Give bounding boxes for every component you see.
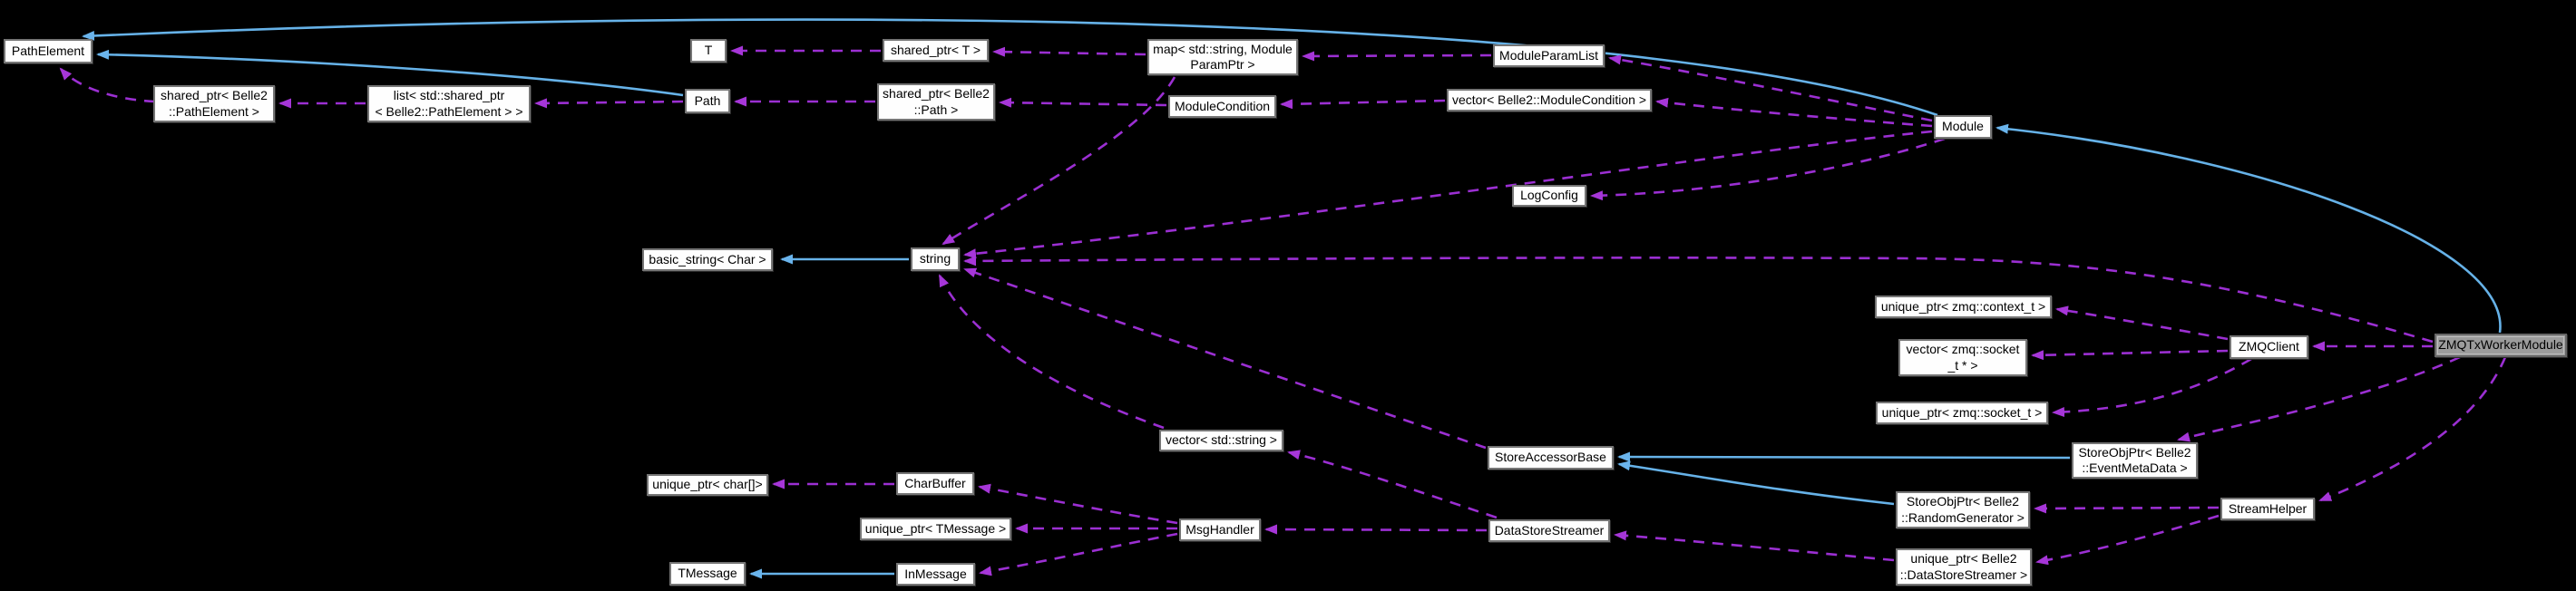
node-storeobjptr-eventmetadata[interactable]: StoreObjPtr< Belle2 ::EventMetaData > [2072, 442, 2198, 479]
node-module[interactable]: Module [1934, 115, 1992, 139]
node-map-moduleparamptr[interactable]: map< std::string, Module ParamPtr > [1147, 39, 1298, 75]
edge-path-list [534, 98, 684, 109]
edge-moduleparamlist-map [1302, 51, 1492, 62]
node-vector-modulecondition[interactable]: vector< Belle2::ModuleCondition > [1447, 89, 1652, 111]
edge-module-moduleparamlist [1608, 54, 1933, 122]
node-shared-ptr-path[interactable]: shared_ptr< Belle2 ::Path > [877, 83, 995, 121]
node-modulecondition[interactable]: ModuleCondition [1168, 95, 1276, 118]
node-storeobjptr-randomgenerator[interactable]: StoreObjPtr< Belle2 ::RandomGenerator > [1896, 491, 2030, 528]
node-zmqtxworkermodule: ZMQTxWorkerModule [2435, 334, 2567, 357]
edge-storeaccessorbase-string [963, 267, 1487, 450]
edge-zmqclient-uniquesocket [2052, 357, 2252, 418]
node-tmessage[interactable]: TMessage [669, 562, 746, 586]
node-path[interactable]: Path [685, 89, 730, 113]
node-moduleparamlist[interactable]: ModuleParamList [1493, 44, 1605, 67]
edge-zmqtxworkermodule-module [1995, 123, 2502, 334]
edge-sharedptrpathelement-pathelement [59, 67, 156, 103]
node-vector-std-string[interactable]: vector< std::string > [1159, 430, 1283, 451]
edge-msghandler-inmessage [979, 532, 1178, 576]
edge-modulecondition-sharedptrpath [999, 97, 1167, 108]
edge-streamhelper-randomgenerator [2034, 503, 2220, 514]
edge-zmqtxworkermodule-string [963, 256, 2434, 344]
edge-datastorestreamer-msghandler [1264, 524, 1488, 535]
edge-streamhelper-uniquedatastorestreamer [2035, 514, 2220, 566]
edge-msghandler-charbuffer [978, 483, 1178, 525]
node-shared-ptr-pathelement[interactable]: shared_ptr< Belle2 ::PathElement > [153, 85, 275, 122]
node-t[interactable]: T [690, 39, 727, 63]
node-unique-ptr-char[interactable]: unique_ptr< char[]> [647, 474, 768, 496]
node-basic-string-char[interactable]: basic_string< Char > [642, 248, 773, 271]
edge-path-pathelement [96, 49, 684, 97]
edge-zmqclient-context [2055, 305, 2229, 341]
edge-map-string [942, 76, 1176, 246]
edge-zmqtxworkermodule-streamhelper [2318, 356, 2507, 502]
edge-module-vectormodulecondition [1655, 97, 1933, 128]
edge-uniquedatastorestreamer-datastorestreamer [1614, 530, 1895, 562]
edge-randomgenerator-storeaccessorbase [1617, 460, 1895, 506]
node-list-shared-ptr-pathelement[interactable]: list< std::shared_ptr < Belle2::PathElem… [367, 85, 531, 122]
node-inmessage[interactable]: InMessage [896, 563, 975, 586]
node-vector-zmq-socket[interactable]: vector< zmq::socket _t * > [1898, 339, 2027, 376]
node-msghandler[interactable]: MsgHandler [1179, 518, 1261, 541]
edge-module-string [963, 130, 1933, 259]
node-zmqclient[interactable]: ZMQClient [2230, 335, 2308, 359]
node-shared-ptr-t[interactable]: shared_ptr< T > [883, 39, 989, 62]
edge-eventmetadata-storeaccessorbase [1617, 451, 2071, 462]
node-charbuffer[interactable]: CharBuffer [896, 472, 974, 495]
node-logconfig[interactable]: LogConfig [1512, 185, 1586, 207]
edge-module-pathelement [82, 18, 1938, 117]
node-streamhelper[interactable]: StreamHelper [2220, 498, 2315, 520]
edge-vectorstring-string [938, 274, 1165, 430]
node-datastorestreamer[interactable]: DataStoreStreamer [1488, 519, 1610, 542]
node-unique-ptr-zmq-context[interactable]: unique_ptr< zmq::context_t > [1875, 296, 2052, 318]
node-unique-ptr-datastorestreamer[interactable]: unique_ptr< Belle2 ::DataStoreStreamer > [1896, 548, 2032, 586]
node-string[interactable]: string [911, 247, 960, 271]
edge-datastorestreamer-vectorstring [1287, 450, 1498, 519]
edge-zmqtxworkermodule-eventmetadata [2177, 355, 2461, 442]
node-unique-ptr-tmessage[interactable]: unique_ptr< TMessage > [860, 518, 1011, 540]
node-storeaccessorbase[interactable]: StoreAccessorBase [1488, 446, 1614, 470]
node-pathelement[interactable]: PathElement [4, 39, 93, 63]
edge-map-sharedptrt [992, 46, 1147, 57]
node-unique-ptr-zmq-socket[interactable]: unique_ptr< zmq::socket_t > [1876, 402, 2048, 424]
edge-module-logconfig [1590, 137, 1946, 201]
edge-vectormodulecondition-modulecondition [1280, 99, 1446, 110]
edge-zmqclient-vectorsocket [2031, 349, 2229, 361]
